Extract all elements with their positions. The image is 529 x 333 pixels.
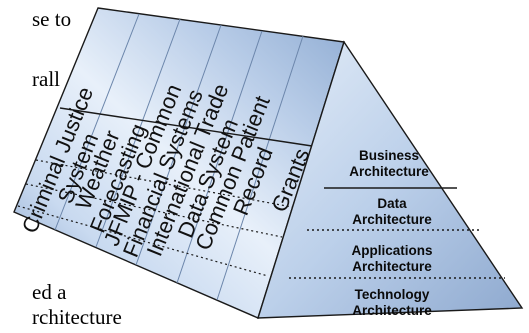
layer-label-business-line2: Architecture bbox=[349, 164, 429, 179]
triangular-face bbox=[257, 40, 524, 319]
segment-divider bbox=[95, 18, 181, 248]
layer-label-business-line1: Business bbox=[359, 148, 419, 163]
page-text-fragment: rchitecture bbox=[32, 305, 122, 329]
segment-divider bbox=[176, 30, 263, 284]
slope-divider-dotted bbox=[17, 205, 269, 277]
layer-labels: Business Architecture Data Architecture … bbox=[349, 148, 432, 318]
segment-divider bbox=[216, 35, 304, 301]
layer-label-applications-line1: Applications bbox=[351, 243, 432, 258]
layer-label-technology-line2: Architecture bbox=[352, 303, 432, 318]
segment-divider bbox=[54, 13, 140, 231]
page-text-fragment: ed a bbox=[32, 280, 67, 304]
layer-label-technology-line1: Technology bbox=[355, 287, 430, 302]
segment-divider bbox=[135, 24, 222, 266]
slope-divider-dotted bbox=[35, 159, 293, 208]
layer-label-data-line2: Architecture bbox=[352, 212, 432, 227]
page-text-fragment: se to bbox=[32, 7, 71, 31]
layer-label-data-line1: Data bbox=[377, 196, 407, 211]
page-text-fragment: rall bbox=[32, 67, 60, 91]
sloped-face bbox=[13, 7, 345, 319]
slope-divider-dotted bbox=[25, 183, 283, 238]
layer-label-applications-line2: Architecture bbox=[352, 259, 432, 274]
slope-divider-solid bbox=[59, 107, 313, 147]
